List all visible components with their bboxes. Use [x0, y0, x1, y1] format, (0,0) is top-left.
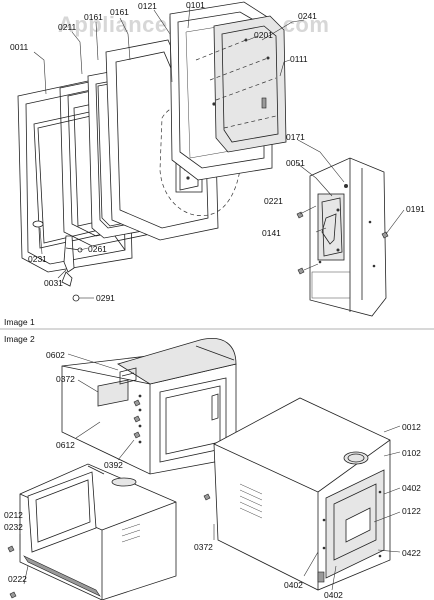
callout-0221: 0221: [264, 196, 283, 206]
latch-bracket: [303, 157, 387, 317]
callout-0161: 0161: [110, 7, 129, 17]
callout-0402-right: 0402: [402, 483, 421, 493]
screw-leaders-top: [195, 38, 277, 129]
callouts-image-1: 0011 0211 0161 0161 0121 0101 0241 0201 …: [10, 0, 425, 303]
callout-0161-a: 0161: [84, 12, 103, 22]
callout-0101: 0101: [186, 0, 205, 10]
callout-0171: 0171: [286, 132, 305, 142]
leader-lines-image-2: [19, 353, 401, 591]
callout-0222: 0222: [8, 574, 27, 584]
callout-0031: 0031: [44, 278, 63, 288]
callout-0141: 0141: [262, 228, 281, 238]
oven-top-assembly: [61, 338, 237, 475]
callout-0111: 0111: [290, 54, 308, 64]
screw-icon: [296, 211, 389, 275]
callout-0232: 0232: [4, 522, 23, 532]
callout-0402-left: 0402: [284, 580, 303, 590]
image-1-door-assembly: 0011 0211 0161 0161 0121 0101 0241 0201 …: [4, 0, 425, 327]
callout-0201: 0201: [254, 30, 273, 40]
callout-0372-bottom: 0372: [194, 542, 213, 552]
section-label-image-2: Image 2: [4, 334, 35, 344]
image-2-cabinet-assembly: Image 2: [4, 334, 421, 600]
oven-cabinet: [213, 397, 391, 591]
callout-0011: 0011: [10, 42, 29, 52]
callout-0212: 0212: [4, 510, 23, 520]
bolt-icon: [7, 493, 211, 599]
section-label-image-1: Image 1: [4, 317, 35, 327]
leader-lines-image-1: [33, 5, 405, 279]
callout-0102: 0102: [402, 448, 421, 458]
callout-0121: 0121: [138, 1, 157, 11]
callout-0261: 0261: [88, 244, 107, 254]
callout-0422: 0422: [402, 548, 421, 558]
door-rear-plate: [213, 15, 287, 153]
callout-0122: 0122: [402, 506, 421, 516]
callout-0612: 0612: [56, 440, 75, 450]
callouts-image-2: 0602 0372 0612 0392 0012 0102 0402 0122 …: [4, 350, 421, 600]
callout-0602: 0602: [46, 350, 65, 360]
callout-0402-bottom: 0402: [324, 590, 343, 600]
callout-0012: 0012: [402, 422, 421, 432]
callout-0051: 0051: [286, 158, 305, 168]
oven-front-unit: [19, 463, 177, 600]
callout-0291: 0291: [96, 293, 115, 303]
door-hardware: [32, 220, 94, 302]
callout-0372-top: 0372: [56, 374, 75, 384]
cabinet-vents: [239, 483, 263, 519]
callout-0392: 0392: [104, 460, 123, 470]
callout-0241: 0241: [298, 11, 317, 21]
callout-0211: 0211: [58, 22, 77, 32]
callout-0191: 0191: [406, 204, 425, 214]
callout-0231: 0231: [28, 254, 47, 264]
